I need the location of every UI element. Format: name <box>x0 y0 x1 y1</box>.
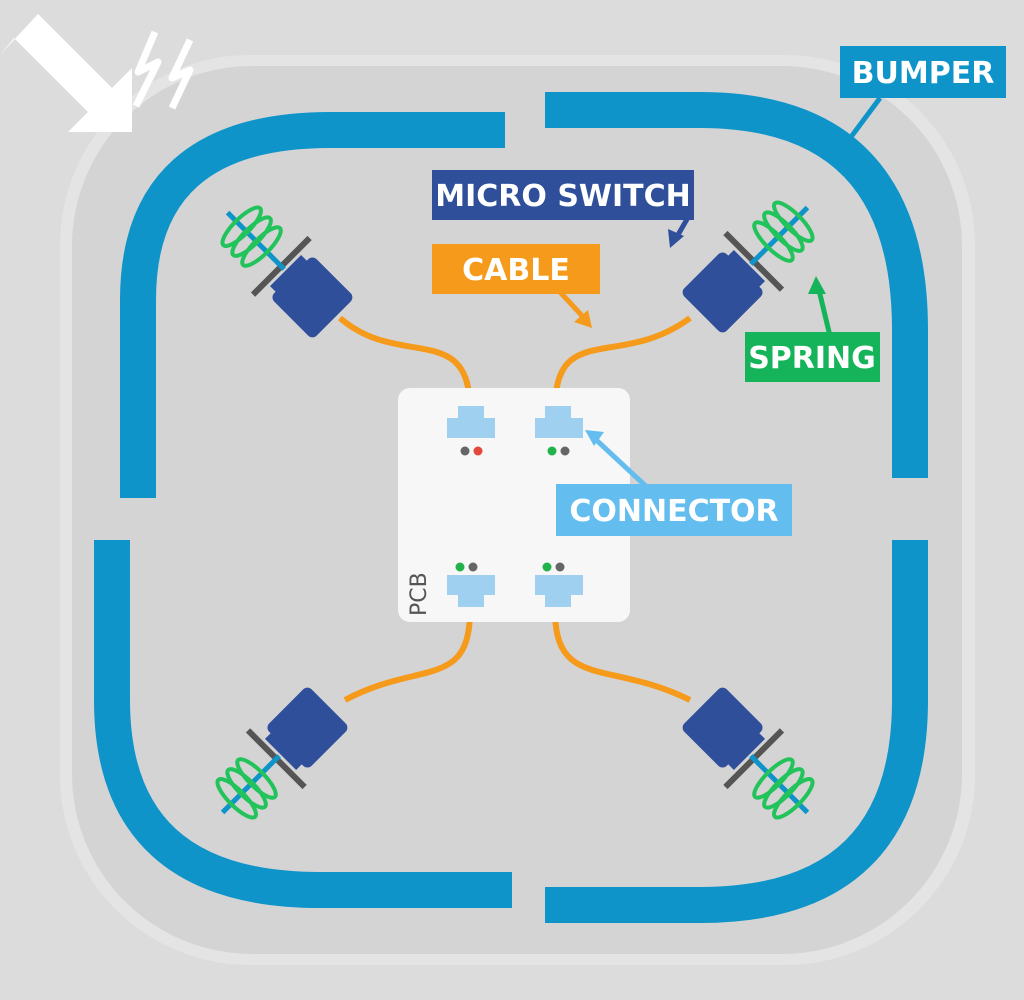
spring-leader <box>808 276 833 337</box>
connector-bottom-left <box>447 575 495 607</box>
switch-assembly-bottom-right <box>682 687 815 820</box>
indicator-dot <box>542 562 552 572</box>
indicator-dot <box>560 446 570 456</box>
pcb-label: PCB <box>407 572 432 616</box>
bumper <box>94 92 928 923</box>
connector-callout: CONNECTOR <box>556 484 792 536</box>
cable-top-right <box>552 315 692 411</box>
indicator-dot <box>460 446 470 456</box>
indicator-dot <box>455 562 465 572</box>
impact-arrow-icon <box>0 14 132 132</box>
indicator-dot <box>473 446 483 456</box>
spring-callout: SPRING <box>745 332 880 382</box>
connector-top-left <box>447 406 495 438</box>
switch-assembly-top-right <box>682 200 815 333</box>
callout-leaders <box>558 96 883 492</box>
bumper-segment-top-right <box>545 92 928 478</box>
pcb: PCB <box>398 388 630 622</box>
indicator-dot <box>555 562 565 572</box>
indicator-dots <box>455 446 570 572</box>
connector-top-right <box>535 406 583 438</box>
cables <box>338 315 692 703</box>
connector-leader <box>585 430 652 492</box>
cable-bottom-left <box>343 609 473 703</box>
cable-label: CABLE <box>462 253 570 288</box>
bumper-segment-bottom-left <box>94 540 512 908</box>
switch-assembly-top-left <box>220 205 353 338</box>
micro-switch-label: MICRO SWITCH <box>435 179 691 214</box>
bumper-callout: BUMPER <box>840 46 1006 98</box>
spring <box>215 757 278 820</box>
connector-label: CONNECTOR <box>569 494 778 529</box>
cable-leader <box>558 290 592 328</box>
cable-bottom-right <box>552 609 692 703</box>
bumper-segment-bottom-right <box>545 540 928 923</box>
switch-assembly-bottom-left <box>215 687 348 820</box>
cable-top-left <box>338 315 473 411</box>
connector-bottom-right <box>535 575 583 607</box>
micro-switch-callout: MICRO SWITCH <box>432 170 694 220</box>
lightning-bolt-icon <box>132 30 194 110</box>
bumper-label: BUMPER <box>852 56 995 91</box>
connector <box>447 406 583 607</box>
bumper-leader <box>838 96 883 152</box>
bumper-segment-top-left <box>120 112 505 498</box>
indicator-dot <box>468 562 478 572</box>
indicator-dot <box>547 446 557 456</box>
cable-callout: CABLE <box>432 244 600 294</box>
spring-label: SPRING <box>748 341 876 376</box>
